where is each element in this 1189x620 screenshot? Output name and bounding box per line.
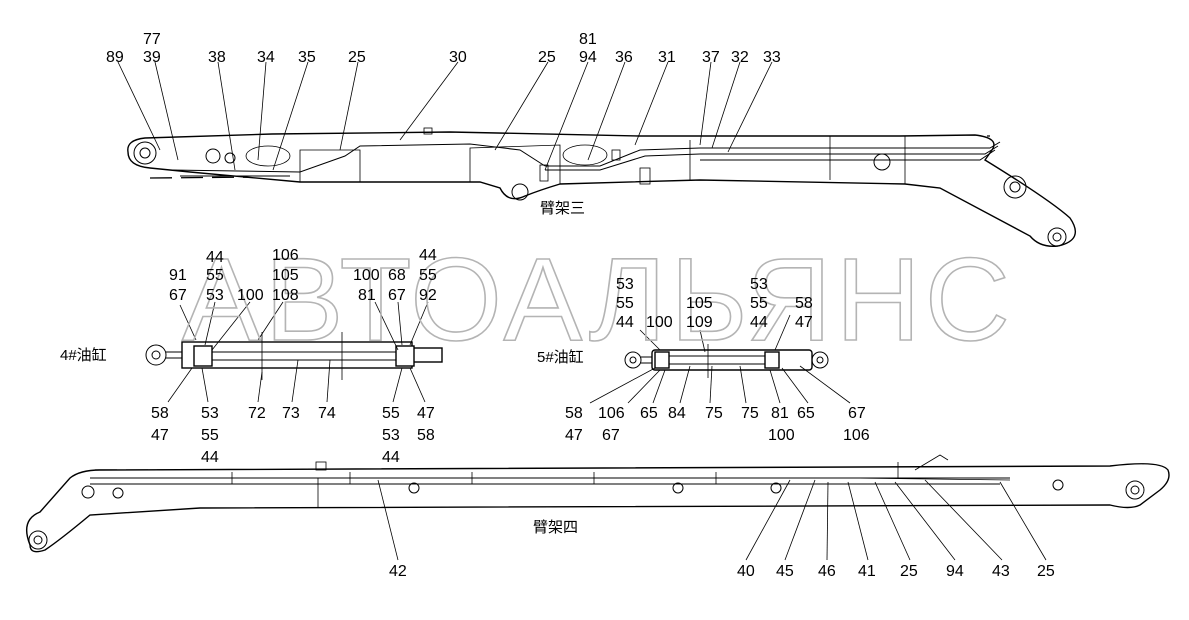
cylinder4-drawing — [145, 301, 443, 403]
part-label: 106 — [843, 427, 870, 444]
part-label: 55 — [382, 405, 400, 422]
part-label: 25 — [348, 49, 366, 66]
part-label: 38 — [208, 49, 226, 66]
part-label: 42 — [389, 563, 407, 580]
part-label: 55 — [201, 427, 219, 444]
part-label: 73 — [282, 405, 300, 422]
part-label: 68 — [388, 267, 406, 284]
part-label: 47 — [151, 427, 169, 444]
part-label: 75 — [741, 405, 759, 422]
part-label: 75 — [705, 405, 723, 422]
arm3-drawing — [117, 61, 1077, 247]
part-label: 58 — [795, 295, 813, 312]
part-label: 40 — [737, 563, 755, 580]
part-label: 100 — [646, 314, 673, 331]
part-label: 100 — [353, 267, 380, 284]
part-label: 94 — [946, 563, 964, 580]
part-label: 74 — [318, 405, 336, 422]
part-label: 89 — [106, 49, 124, 66]
part-label: 72 — [248, 405, 266, 422]
part-label: 35 — [298, 49, 316, 66]
part-label: 44 — [201, 449, 219, 466]
part-label: 53 — [382, 427, 400, 444]
part-label: 105 — [686, 295, 713, 312]
part-label: 91 — [169, 267, 187, 284]
part-label: 47 — [417, 405, 435, 422]
part-label: 55 — [616, 295, 634, 312]
cylinder5-bottom-labels: 58 47 106 67 65 84 75 75 81 100 65 67 10… — [565, 405, 870, 444]
part-label: 100 — [237, 287, 264, 304]
part-label: 30 — [449, 49, 467, 66]
part-label: 58 — [565, 405, 583, 422]
part-label: 25 — [1037, 563, 1055, 580]
part-label: 77 — [143, 31, 161, 48]
part-label: 67 — [602, 427, 620, 444]
part-label: 100 — [768, 427, 795, 444]
part-label: 105 — [272, 267, 299, 284]
caption-arm3: 臂架三 — [540, 200, 585, 217]
part-label: 44 — [382, 449, 400, 466]
part-label: 47 — [795, 314, 813, 331]
part-label: 53 — [616, 276, 634, 293]
part-label: 55 — [750, 295, 768, 312]
cylinder5-drawing — [589, 314, 851, 404]
arm4-labels: 42 40 45 46 41 25 94 43 25 — [389, 563, 1055, 580]
caption-cylinder5: 5#油缸 — [537, 348, 584, 366]
part-label: 25 — [900, 563, 918, 580]
cylinder5-top-labels: 53 55 44 100 105 109 53 55 44 58 47 — [616, 276, 813, 331]
part-label: 46 — [818, 563, 836, 580]
part-label: 106 — [598, 405, 625, 422]
part-label: 45 — [776, 563, 794, 580]
part-label: 47 — [565, 427, 583, 444]
part-label: 43 — [992, 563, 1010, 580]
arm4-drawing — [26, 454, 1170, 561]
part-label: 94 — [579, 49, 597, 66]
part-label: 36 — [615, 49, 633, 66]
part-label: 65 — [640, 405, 658, 422]
part-label: 67 — [169, 287, 187, 304]
part-label: 55 — [206, 267, 224, 284]
part-label: 34 — [257, 49, 275, 66]
part-label: 81 — [771, 405, 789, 422]
part-label: 58 — [151, 405, 169, 422]
arm3-labels: 89 77 39 38 34 35 25 30 25 81 94 36 31 3… — [106, 31, 781, 66]
part-label: 84 — [668, 405, 686, 422]
part-label: 106 — [272, 247, 299, 264]
part-label: 44 — [616, 314, 634, 331]
cylinder4-top-labels: 91 67 44 55 53 106 105 108 100 100 81 68… — [169, 247, 437, 304]
part-label: 108 — [272, 287, 299, 304]
part-label: 81 — [358, 287, 376, 304]
part-label: 53 — [206, 287, 224, 304]
part-label: 65 — [797, 405, 815, 422]
part-label: 33 — [763, 49, 781, 66]
part-label: 41 — [858, 563, 876, 580]
part-label: 44 — [750, 314, 768, 331]
part-label: 32 — [731, 49, 749, 66]
cylinder4-bottom-labels: 58 47 53 55 44 72 73 74 55 53 44 47 58 — [151, 405, 435, 466]
part-label: 53 — [201, 405, 219, 422]
part-label: 67 — [388, 287, 406, 304]
part-label: 67 — [848, 405, 866, 422]
part-label: 39 — [143, 49, 161, 66]
caption-cylinder4: 4#油缸 — [60, 346, 107, 364]
part-label: 44 — [206, 249, 224, 266]
part-label: 92 — [419, 287, 437, 304]
part-label: 109 — [686, 314, 713, 331]
part-label: 58 — [417, 427, 435, 444]
part-label: 55 — [419, 267, 437, 284]
part-label: 25 — [538, 49, 556, 66]
watermark: АВТОАЛЬЯНС — [182, 234, 1014, 366]
part-label: 81 — [579, 31, 597, 48]
part-label: 53 — [750, 276, 768, 293]
part-label: 44 — [419, 247, 437, 264]
caption-arm4: 臂架四 — [533, 519, 578, 536]
part-label: 31 — [658, 49, 676, 66]
part-label: 37 — [702, 49, 720, 66]
